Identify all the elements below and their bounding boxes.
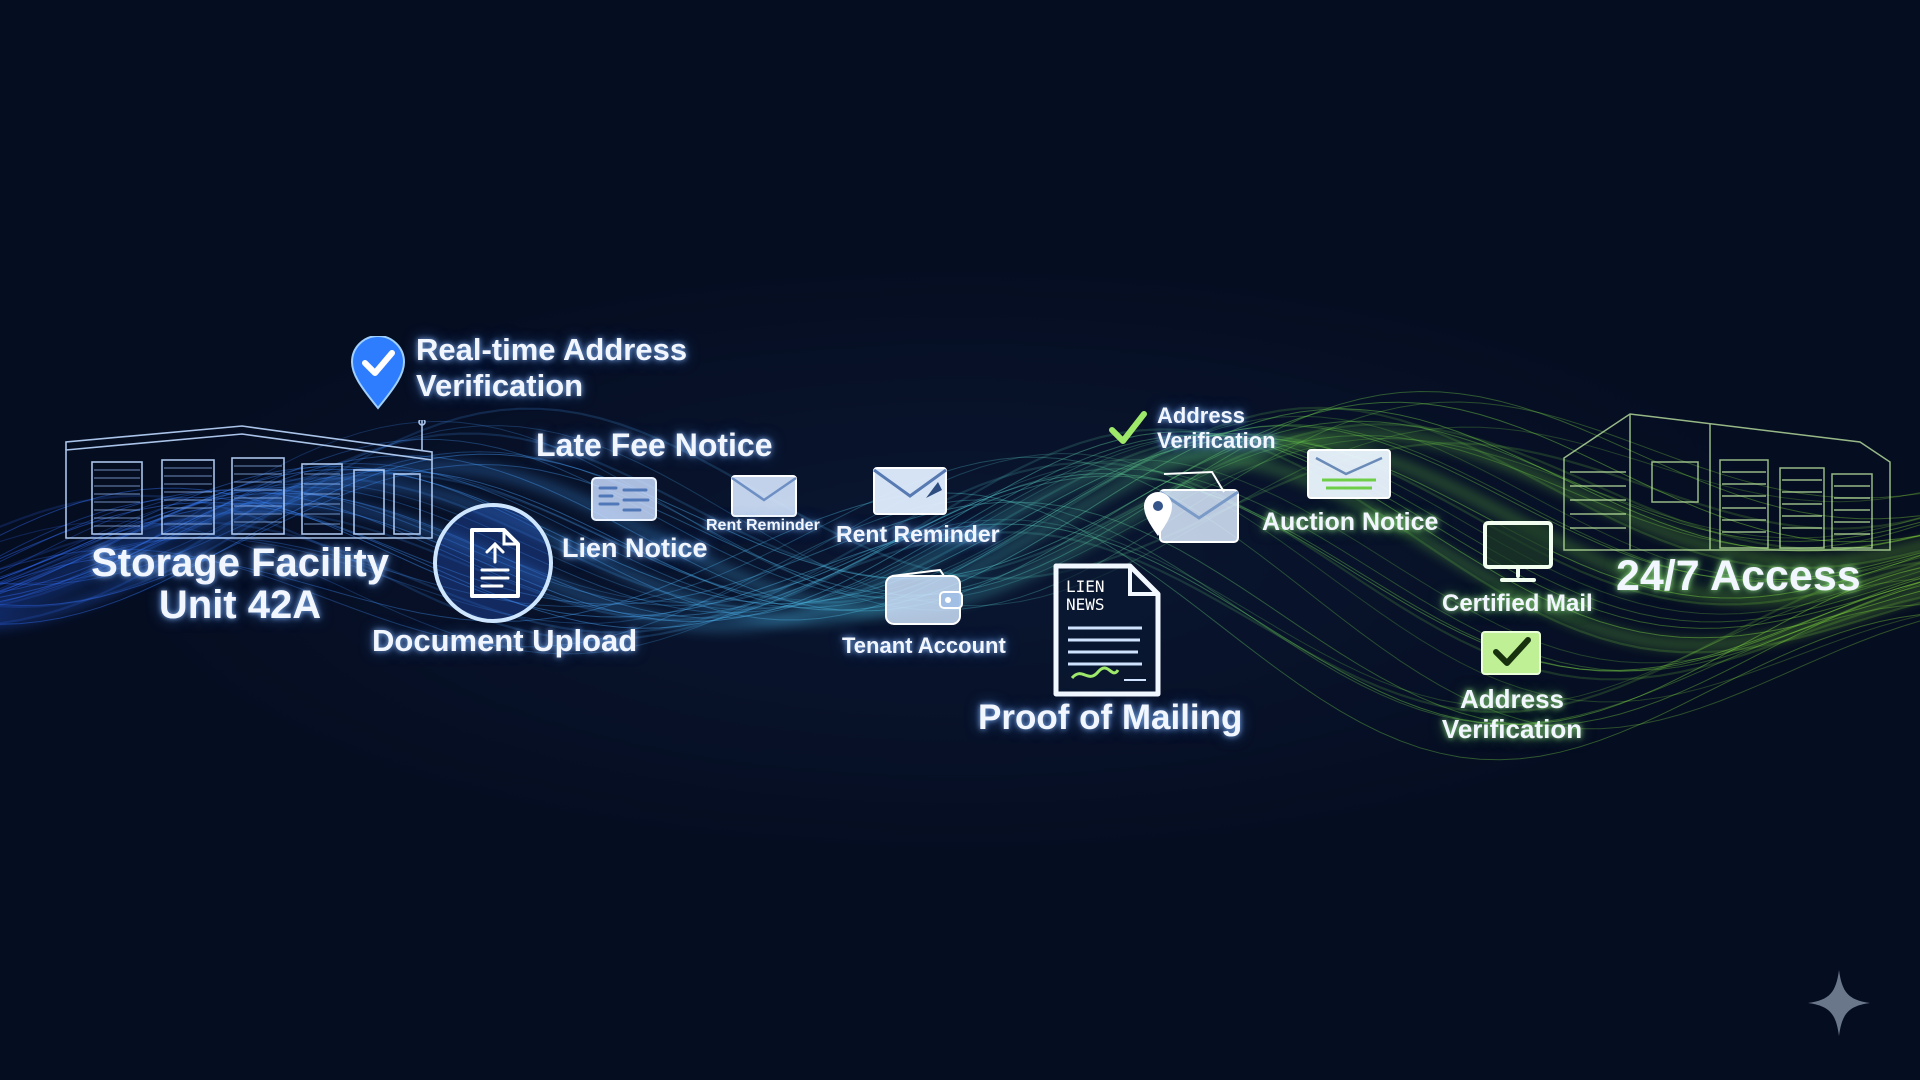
address-verification-bottom-line-1: Address <box>1459 684 1565 714</box>
wave-strand <box>0 428 1920 654</box>
sparkle-icon <box>1808 970 1870 1036</box>
envelope-icon <box>873 467 947 515</box>
address-verification-bottom-line-2: Verification <box>1441 714 1583 745</box>
wallet-icon <box>885 568 963 625</box>
lien-notice-label: Lien Notice <box>562 533 708 563</box>
access-label: 24/7 Access <box>1616 552 1861 600</box>
storage-facility-line-1: Storage Facility <box>91 541 389 585</box>
wave-strand <box>0 437 1920 605</box>
wave-strand <box>0 492 1920 761</box>
late-fee-notice-label: Late Fee Notice <box>536 427 773 463</box>
location-check-pin-icon <box>350 336 406 410</box>
lien-document-title: LIEN <box>1066 577 1105 596</box>
address-verification-top-label: Address Verification <box>1157 404 1276 452</box>
wave-strand <box>0 456 1920 730</box>
lien-document-icon: LIEN NEWS <box>1053 563 1161 697</box>
certified-mail-label: Certified Mail <box>1442 590 1593 617</box>
realtime-verification-line-1: Real-time Address <box>416 332 688 367</box>
proof-of-mailing-label: Proof of Mailing <box>978 698 1243 737</box>
document-upload-icon <box>433 503 553 623</box>
wave-strand <box>0 496 1920 727</box>
lien-document-subtitle: NEWS <box>1066 595 1105 614</box>
auction-notice-icon <box>1307 449 1391 499</box>
check-icon <box>1109 411 1147 444</box>
wave-strand <box>0 473 1920 671</box>
warehouse-right-icon <box>1563 413 1891 551</box>
address-verification-top-line-1: Address <box>1157 403 1246 428</box>
wave-strand <box>0 499 1920 725</box>
late-fee-card-icon <box>591 477 657 521</box>
realtime-verification-line-2: Verification <box>416 367 584 403</box>
storage-facility-line-2: Unit 42A <box>158 583 322 627</box>
address-verification-bottom-label: Address Verification <box>1420 684 1604 745</box>
wave-strand <box>0 415 1920 604</box>
mail-location-icon <box>1144 470 1239 543</box>
tenant-account-label: Tenant Account <box>842 633 1006 658</box>
wave-strand <box>0 487 1920 726</box>
checkbox-icon <box>1481 631 1541 675</box>
auction-notice-label: Auction Notice <box>1262 508 1439 536</box>
monitor-icon <box>1483 521 1553 582</box>
warehouse-left-icon <box>65 420 433 539</box>
rent-reminder-label: Rent Reminder <box>836 521 1000 547</box>
realtime-verification-label: Real-time Address Verification <box>416 332 688 403</box>
rent-reminder-small-label: Rent Reminder <box>706 517 820 534</box>
envelope-small-icon <box>731 475 797 517</box>
wave-strand <box>0 452 1920 703</box>
storage-facility-label: Storage Facility Unit 42A <box>82 542 398 626</box>
wave-glow-strand <box>0 451 1920 650</box>
address-verification-top-line-2: Verification <box>1157 428 1276 454</box>
document-upload-label: Document Upload <box>372 623 638 658</box>
wave-strand <box>0 519 1920 708</box>
